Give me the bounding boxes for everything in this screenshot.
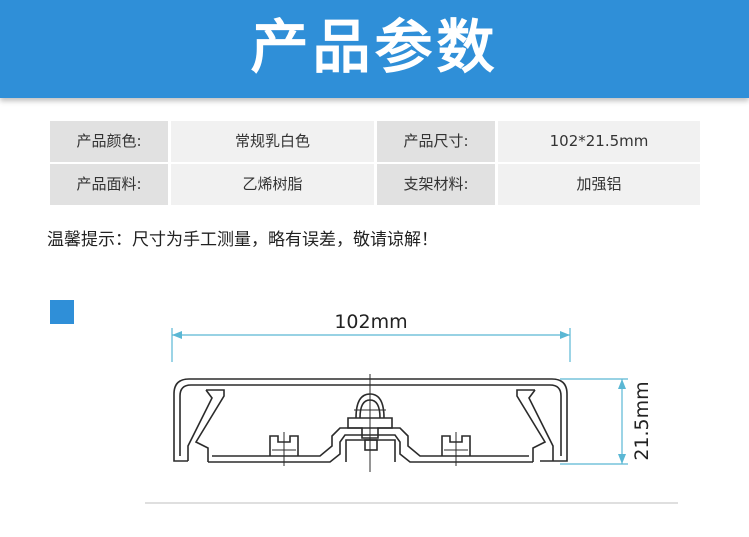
page-title: 产品参数 <box>250 13 499 81</box>
value-size: 102*21.5mm <box>498 121 700 162</box>
label-fabric: 产品面料: <box>50 164 168 205</box>
value-fabric: 乙烯树脂 <box>171 164 374 205</box>
measurement-tip: 温馨提示：尺寸为手工测量，略有误差，敬请谅解！ <box>47 230 438 250</box>
product-parameter-table: 产品颜色: 常规乳白色 产品尺寸: 102*21.5mm 产品面料: 乙烯树脂 … <box>47 118 703 206</box>
center-lines <box>272 374 468 472</box>
height-dimension: 21.5mm <box>560 378 653 465</box>
label-size: 产品尺寸: <box>377 121 495 162</box>
profile-cross-section-drawing: 102mm 21.5mm <box>145 311 678 504</box>
width-dimension: 102mm <box>171 311 571 362</box>
width-label: 102mm <box>334 311 407 333</box>
section-marker <box>50 300 74 324</box>
height-label: 21.5mm <box>631 381 653 460</box>
label-color: 产品颜色: <box>50 121 168 162</box>
value-color: 常规乳白色 <box>171 121 374 162</box>
value-frame-material: 加强铝 <box>498 164 700 205</box>
label-frame-material: 支架材料: <box>377 164 495 205</box>
page-header: 产品参数 <box>0 0 749 98</box>
